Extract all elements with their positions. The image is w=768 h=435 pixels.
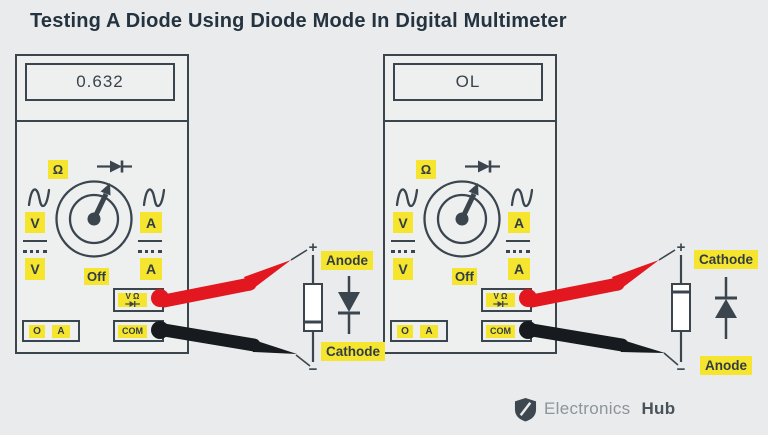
com-jack-label: COM — [486, 325, 515, 338]
dial-hub — [455, 212, 469, 226]
com-jack-label: COM — [118, 325, 147, 338]
plus-terminal: + — [677, 239, 686, 256]
vohm-jack-label: V Ω — [118, 293, 147, 307]
amps-dc-label: A — [140, 258, 162, 280]
red-plug — [519, 289, 537, 307]
diode-symbol-reverse — [715, 277, 737, 339]
current-port-label-a: A — [420, 325, 438, 338]
anode-label: Anode — [700, 356, 752, 375]
electronics-hub-logo: Electronics Hub — [514, 396, 675, 422]
brand-name: Electronics — [544, 399, 631, 418]
panel-divider — [385, 120, 555, 122]
off-label: Off — [452, 268, 477, 285]
cathode-label: Cathode — [321, 342, 385, 361]
rotary-dial — [423, 180, 501, 258]
red-plug — [151, 289, 169, 307]
display-value: 0.632 — [76, 72, 124, 91]
black-probe-tip — [248, 338, 297, 354]
dc-symbol-icon — [138, 240, 162, 242]
dc-symbol-icon — [391, 240, 415, 242]
diode-body — [671, 283, 691, 332]
off-label: Off — [84, 268, 109, 285]
current-port-label-o: O — [29, 325, 45, 338]
ac-wave-icon — [395, 188, 419, 208]
probe-wire — [663, 352, 679, 366]
probe-wire — [295, 354, 311, 367]
volts-ac-label: V — [393, 212, 413, 233]
dc-symbol-icon — [506, 240, 530, 242]
multimeter-forward-bias: 0.632 Ω V A V A Off — [15, 54, 189, 354]
minus-terminal: − — [309, 361, 318, 378]
amps-dc-label: A — [508, 258, 530, 280]
ohm-range-label: Ω — [48, 160, 68, 179]
com-jack: COM — [481, 320, 532, 342]
ac-wave-icon — [510, 188, 534, 208]
current-port: O A — [390, 320, 448, 342]
red-probe-tip — [612, 260, 659, 291]
vohm-jack-label: V Ω — [486, 293, 515, 307]
cathode-label: Cathode — [694, 250, 758, 269]
plus-terminal: + — [309, 239, 318, 256]
volts-dc-label: V — [25, 258, 45, 280]
ac-wave-icon — [142, 188, 166, 208]
black-plug — [151, 321, 169, 339]
shield-logo-icon — [514, 397, 537, 421]
ohm-range-label: Ω — [416, 160, 436, 179]
diode-mode-icon — [465, 160, 500, 173]
volts-ac-label: V — [25, 212, 45, 233]
page-title: Testing A Diode Using Diode Mode In Digi… — [30, 10, 567, 32]
black-plug — [519, 321, 537, 339]
diode-body — [303, 283, 323, 332]
amps-ac-label: A — [140, 212, 162, 233]
anode-label: Anode — [321, 251, 373, 270]
dc-symbol-icon — [506, 250, 530, 253]
diode-mode-icon — [124, 301, 140, 307]
amps-ac-label: A — [508, 212, 530, 233]
dc-symbol-icon — [23, 240, 47, 242]
current-port-label-o: O — [397, 325, 413, 338]
diode-mode-icon — [492, 301, 508, 307]
red-probe-tip — [244, 260, 291, 291]
dc-symbol-icon — [23, 250, 47, 253]
rotary-dial — [55, 180, 133, 258]
dial-hub — [87, 212, 101, 226]
probe-wire — [290, 249, 308, 261]
volts-dc-label: V — [393, 258, 413, 280]
lcd-display: OL — [393, 63, 543, 101]
current-port-label-a: A — [52, 325, 70, 338]
dc-symbol-icon — [391, 250, 415, 253]
probe-wire — [658, 249, 676, 261]
black-probe-tip — [616, 338, 665, 353]
multimeter-reverse-bias: OL Ω V A V A Off — [383, 54, 557, 354]
brand-name-bold: Hub — [641, 399, 676, 418]
vohm-jack: V Ω — [113, 288, 164, 312]
lcd-display: 0.632 — [25, 63, 175, 101]
ac-wave-icon — [27, 188, 51, 208]
minus-terminal: − — [677, 361, 686, 378]
diode-symbol-forward — [338, 276, 360, 334]
diode-mode-icon — [97, 160, 132, 173]
panel-divider — [17, 120, 187, 122]
display-value: OL — [455, 72, 481, 91]
current-port: O A — [22, 320, 80, 342]
dial-needle-arrow — [100, 183, 111, 196]
dc-symbol-icon — [138, 250, 162, 253]
dial-needle-arrow — [468, 183, 479, 196]
